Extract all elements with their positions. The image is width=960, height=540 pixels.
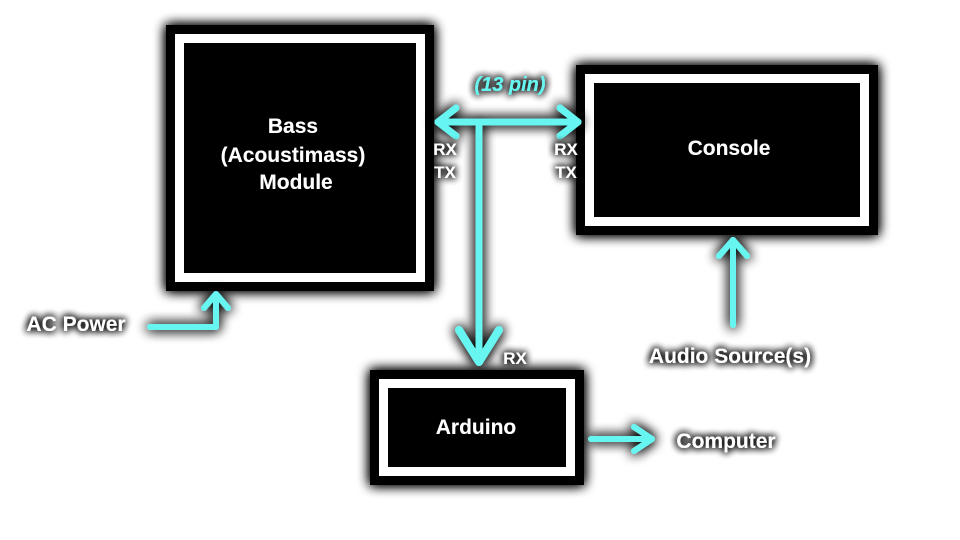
console-block <box>576 65 878 235</box>
bass-module-block <box>166 25 434 291</box>
bass-label-line1: Bass <box>268 115 318 138</box>
ac-power-arrow <box>147 291 231 330</box>
bass-label-line2: (Acoustimass) <box>221 144 366 167</box>
bass-tx-label: TX <box>434 163 456 182</box>
bus-double-arrow <box>434 104 582 140</box>
bass-rx-label: RX <box>433 140 457 159</box>
audio-sources-label: Audio Source(s) <box>649 345 811 368</box>
arduino-feed-arrow <box>455 118 503 366</box>
console-tx-label: TX <box>555 163 577 182</box>
cable-label: (13 pin) <box>474 74 545 96</box>
arduino-label: Arduino <box>436 416 516 439</box>
console-label: Console <box>688 137 771 160</box>
arduino-rx-label: RX <box>503 349 527 368</box>
bass-label-line3: Module <box>259 171 333 194</box>
computer-output-arrow <box>588 424 655 454</box>
arduino-block <box>370 370 584 485</box>
ac-power-label: AC Power <box>26 313 125 336</box>
computer-label: Computer <box>676 430 775 453</box>
console-rx-label: RX <box>554 140 578 159</box>
audio-source-arrow <box>716 237 750 328</box>
